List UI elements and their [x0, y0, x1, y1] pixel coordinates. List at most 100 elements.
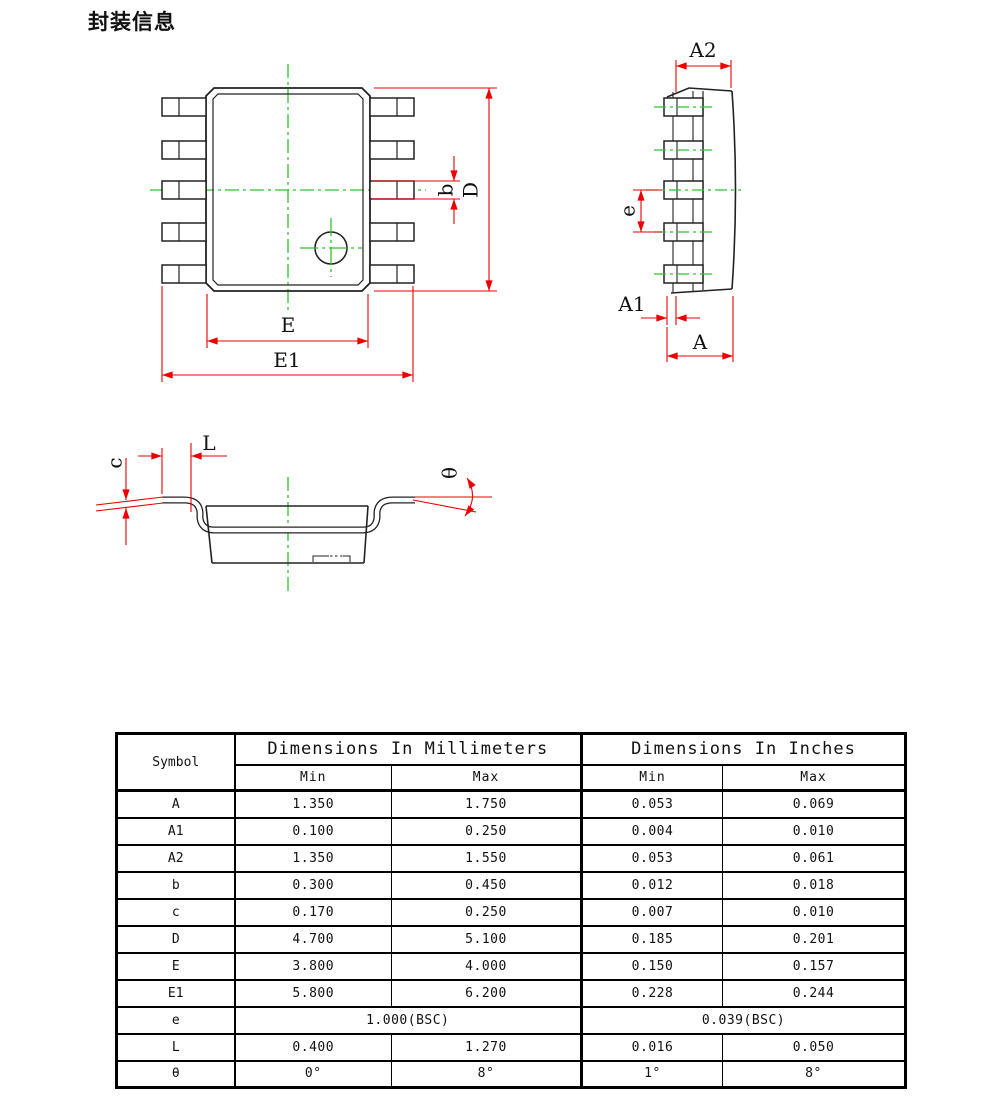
pin: [369, 264, 415, 284]
cell-in-max: 0.069: [721, 790, 907, 819]
pin: [161, 97, 207, 117]
cell-mm-min: 1.350: [234, 790, 392, 819]
header-group-mm: Dimensions In Millimeters: [234, 733, 583, 766]
cell-in-max: 0.201: [721, 925, 907, 954]
dim-label-e: e: [616, 205, 640, 217]
dim-label-A: A: [692, 330, 708, 354]
table-row: A2 1.350 1.550 0.053 0.061: [116, 844, 907, 873]
lead-inner-white: [162, 497, 415, 533]
gullwing-lead: [162, 496, 415, 534]
package-outline-drawing: b D E E1: [95, 38, 741, 592]
cell-in-min: 0.053: [581, 790, 723, 819]
cell-mm-max: 0.450: [391, 871, 583, 900]
header-in-min: Min: [581, 764, 723, 792]
cell-mm-min: 3.800: [234, 952, 392, 981]
side-view-labels: A2 e A1 A: [616, 38, 717, 354]
pin: [369, 97, 415, 117]
cell-in-max: 0.050: [721, 1033, 907, 1062]
left-pins: [161, 97, 207, 284]
table-row: c 0.170 0.250 0.007 0.010: [116, 898, 907, 927]
dim-label-A2: A2: [688, 38, 716, 62]
dim-label-E1: E1: [273, 348, 300, 372]
row-symbol: e: [116, 1006, 236, 1035]
dimensions: [633, 60, 734, 362]
table-row: L 0.400 1.270 0.016 0.050: [116, 1033, 907, 1062]
cell-in-max: 0.061: [721, 844, 907, 873]
table-row: b 0.300 0.450 0.012 0.018: [116, 871, 907, 900]
cell-in-max: 8°: [721, 1060, 907, 1089]
dimensions: [161, 87, 497, 382]
header-mm-min: Min: [234, 764, 392, 792]
pin: [161, 140, 207, 160]
cell-in-min: 1°: [581, 1060, 723, 1089]
cell-mm-min: 1.350: [234, 844, 392, 873]
dimensions: [95, 443, 492, 545]
header-in-max: Max: [721, 764, 907, 792]
cell-mm-max: 0.250: [391, 817, 583, 846]
cell-mm-min: 0.300: [234, 871, 392, 900]
row-symbol: D: [116, 925, 236, 954]
cell-mm-max: 8°: [391, 1060, 583, 1089]
dim-label-c: c: [103, 457, 127, 468]
table-header-group-row: Symbol Dimensions In Millimeters Dimensi…: [116, 733, 907, 792]
row-symbol: E1: [116, 979, 236, 1008]
marking-outline: [312, 555, 351, 562]
pin: [369, 180, 415, 200]
row-symbol: A: [116, 790, 236, 819]
table-row: A1 0.100 0.250 0.004 0.010: [116, 817, 907, 846]
row-symbol: θ: [116, 1060, 236, 1089]
dim-label-L: L: [202, 431, 215, 455]
c-extension-line: [95, 502, 164, 512]
cell-mm-max: 0.250: [391, 898, 583, 927]
cell-in-min: 0.053: [581, 844, 723, 873]
marking-window: [312, 555, 351, 562]
table-row: D 4.700 5.100 0.185 0.201: [116, 925, 907, 954]
body-inner-outline: [212, 93, 364, 286]
profile-view: c L θ: [95, 431, 492, 592]
side-view: A2 e A1 A: [616, 38, 741, 362]
cell-in-min: 0.016: [581, 1033, 723, 1062]
dim-label-A1: A1: [617, 292, 645, 316]
page-title: 封装信息: [88, 10, 176, 34]
cell-mm-min: 0.170: [234, 898, 392, 927]
theta-angle-line: [412, 499, 477, 513]
row-symbol: E: [116, 952, 236, 981]
body-right-edge: [731, 90, 737, 290]
profile-view-labels: c L θ: [103, 431, 462, 479]
cell-mm-span: 1.000(BSC): [234, 1006, 583, 1035]
pin: [161, 222, 207, 242]
pin: [369, 140, 415, 160]
cell-in-span: 0.039(BSC): [580, 1006, 907, 1035]
cell-in-min: 0.150: [581, 952, 723, 981]
row-symbol: L: [116, 1033, 236, 1062]
table-row-e-bsc: e 1.000(BSC) 0.039(BSC): [116, 1006, 907, 1035]
cell-in-min: 0.228: [581, 979, 723, 1008]
c-extension-line: [95, 496, 164, 506]
body-outline: [205, 505, 369, 564]
row-symbol: A1: [116, 817, 236, 846]
top-view-labels: b D E E1: [273, 182, 482, 372]
body-bottom-edge: [670, 288, 733, 294]
header-group-inch: Dimensions In Inches: [580, 733, 907, 766]
cell-mm-max: 1.270: [391, 1033, 583, 1062]
table-row: A 1.350 1.750 0.053 0.069: [116, 790, 907, 819]
top-view: b D E E1: [150, 64, 497, 382]
cell-mm-min: 0°: [234, 1060, 392, 1089]
cell-in-min: 0.012: [581, 871, 723, 900]
pin: [161, 264, 207, 284]
cell-mm-max: 5.100: [391, 925, 583, 954]
pin1-crosshair: [300, 218, 362, 277]
header-mm-max: Max: [391, 764, 583, 792]
dim-label-D: D: [459, 182, 483, 198]
table-row: E1 5.800 6.200 0.228 0.244: [116, 979, 907, 1008]
row-symbol: b: [116, 871, 236, 900]
cell-mm-min: 4.700: [234, 925, 392, 954]
dimensions-table: Symbol Dimensions In Millimeters Dimensi…: [115, 732, 908, 1089]
theta-arc: [464, 477, 476, 517]
table-header-sub-row: Min Max Min Max: [117, 764, 907, 792]
pin: [369, 222, 415, 242]
profile-body: [205, 505, 369, 564]
cell-in-min: 0.004: [581, 817, 723, 846]
cell-in-max: 0.010: [721, 898, 907, 927]
